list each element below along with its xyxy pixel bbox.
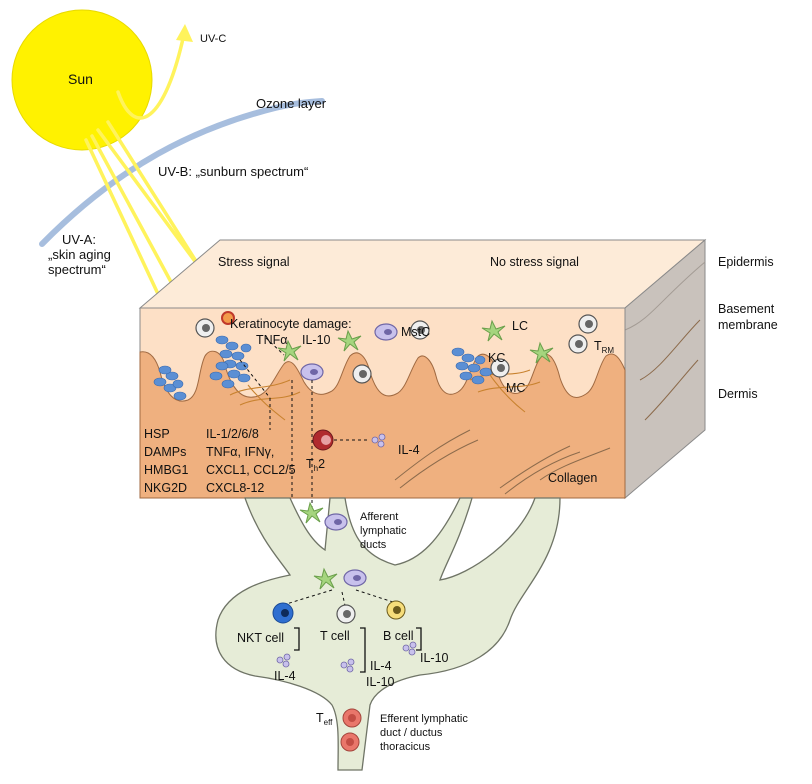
uvc-label: UV-C — [200, 33, 226, 45]
tnfa-label: TNFα — [256, 333, 288, 347]
mc-label: MC — [506, 381, 525, 395]
uva-label-line1: UV-A: — [62, 232, 96, 247]
efferent-label-line2: duct / ductus — [380, 727, 443, 739]
keratinocyte-damage-label: Keratinocyte damage: — [230, 317, 352, 331]
uvc-ray — [116, 32, 186, 120]
mediator-left-1: HSP — [144, 427, 170, 441]
no-stress-signal-label: No stress signal — [490, 255, 579, 269]
efferent-label-line3: thoracicus — [380, 741, 431, 753]
sun-label: Sun — [68, 71, 93, 87]
th2-label: Th2 — [306, 457, 325, 473]
trm-cell-1 — [578, 314, 598, 334]
mstc-cell — [374, 323, 398, 341]
signal-lines — [239, 337, 313, 510]
dermis-label: Dermis — [718, 387, 758, 401]
epidermis-label: Epidermis — [718, 255, 774, 269]
node-lilac — [343, 569, 367, 587]
mstc-label: MstC — [401, 325, 430, 339]
mediator-right-3: CXCL1, CCL2/5 — [206, 463, 296, 477]
ozone-layer-arc — [39, 98, 325, 247]
afferent-label-line3: ducts — [360, 539, 387, 551]
lymph-node — [215, 497, 561, 771]
mediator-left-4: NKG2D — [144, 481, 187, 495]
uva-label-line2: „skin aging — [48, 247, 111, 262]
afferent-lilac — [324, 513, 348, 531]
trm-label: TRM — [594, 339, 614, 355]
il10-label: IL-10 — [302, 333, 331, 347]
nkt-il4-label: IL-4 — [274, 669, 296, 683]
kc-cell-1 — [195, 318, 215, 338]
mediator-right-2: TNFα, IFNγ, — [206, 445, 274, 459]
collagen-label: Collagen — [548, 471, 597, 485]
mediator-right-4: CXCL8-12 — [206, 481, 264, 495]
il4-label: IL-4 — [398, 443, 420, 457]
skin-top-face — [138, 239, 707, 309]
ozone-label: Ozone layer — [256, 96, 327, 111]
nkt-cell-label: NKT cell — [237, 631, 284, 645]
efferent-label-line1: Efferent lymphatic — [380, 713, 468, 725]
sun-disc — [11, 9, 153, 151]
kc-cluster-stress — [153, 335, 252, 401]
t-cell-label: T cell — [320, 629, 350, 643]
stress-signal-label: Stress signal — [218, 255, 290, 269]
uva-label-line3: spectrum“ — [48, 262, 106, 277]
uvb-label: UV-B: „sunburn spectrum“ — [158, 164, 308, 179]
t-il10-label: IL-10 — [366, 675, 395, 689]
collagen-fibers — [394, 429, 611, 495]
damaged-keratinocyte — [221, 311, 235, 325]
kc-label: KC — [488, 351, 505, 365]
lc-label: LC — [512, 319, 528, 333]
t-cell — [336, 604, 356, 624]
t-il4-label: IL-4 — [370, 659, 392, 673]
basement-label-line2: membrane — [718, 318, 778, 332]
afferent-label-line1: Afferent — [360, 511, 398, 523]
basement-label-line1: Basement — [718, 302, 775, 316]
uvc-arrowhead — [176, 24, 193, 42]
b-il10-label: IL-10 — [420, 651, 449, 665]
mediator-right-1: IL-1/2/6/8 — [206, 427, 259, 441]
b-cell-label: B cell — [383, 629, 414, 643]
mediator-left-2: DAMPs — [144, 445, 186, 459]
afferent-label-line2: lymphatic — [360, 525, 407, 537]
mediator-left-3: HMBG1 — [144, 463, 189, 477]
kc-cell-2 — [352, 364, 372, 384]
node-connections — [282, 589, 397, 611]
il10-cell — [300, 363, 324, 381]
trm-cell-2 — [568, 334, 588, 354]
kc-cluster-no-stress — [451, 347, 493, 385]
teff-label: Teff — [316, 711, 333, 727]
afferent-lc — [299, 502, 324, 524]
